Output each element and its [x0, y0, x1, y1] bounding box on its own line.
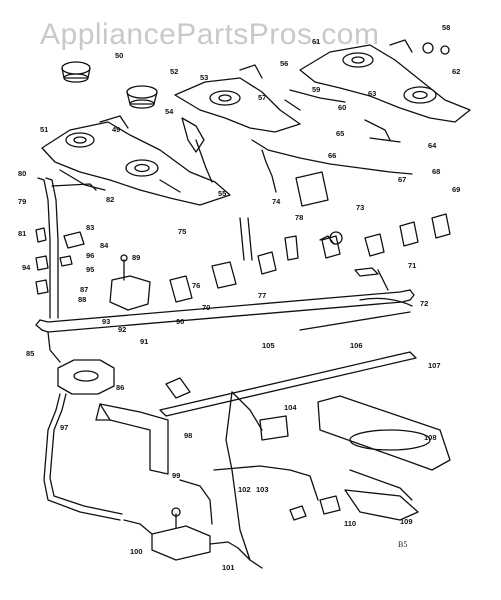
part-label: 50 [115, 51, 124, 60]
part-label: 89 [132, 253, 141, 262]
part-label: 51 [40, 125, 49, 134]
part-label: 61 [312, 37, 321, 46]
part-label: 95 [86, 265, 95, 274]
part-label: 99 [172, 471, 181, 480]
part-label: 71 [408, 261, 417, 270]
part-label: 88 [78, 295, 87, 304]
part-label: 55 [218, 189, 227, 198]
part-label: 70 [202, 303, 211, 312]
part-label: 62 [452, 67, 461, 76]
part-label: 54 [165, 107, 174, 116]
part-label: 63 [368, 89, 377, 98]
part-label: 59 [312, 85, 321, 94]
part-label: 75 [178, 227, 187, 236]
part-label: 105 [262, 341, 275, 350]
part-label: 86 [116, 383, 125, 392]
part-label: 93 [102, 317, 111, 326]
part-label: 102 [238, 485, 251, 494]
part-label: 94 [22, 263, 31, 272]
part-label: 110 [344, 519, 357, 528]
part-label: 107 [428, 361, 441, 370]
part-label: 82 [106, 195, 115, 204]
part-label: 103 [256, 485, 269, 494]
part-label: 77 [258, 291, 267, 300]
bracket [95, 403, 169, 475]
part-label: 74 [272, 197, 281, 206]
part-label: 53 [200, 73, 209, 82]
part-label: 49 [112, 125, 121, 134]
part-label: 56 [280, 59, 289, 68]
grate-left [41, 115, 231, 206]
part-label: 81 [18, 229, 27, 238]
part-label: 96 [86, 251, 95, 260]
part-label: 106 [350, 341, 363, 350]
part-label: 83 [86, 223, 95, 232]
part-label: 64 [428, 141, 437, 150]
part-label: 84 [100, 241, 109, 250]
manifold [35, 289, 415, 333]
part-label: 58 [442, 23, 451, 32]
part-label: 98 [184, 431, 193, 440]
part-label: 67 [398, 175, 407, 184]
part-label: 78 [295, 213, 304, 222]
part-label: 66 [328, 151, 337, 160]
part-label: 87 [80, 285, 89, 294]
part-label: 69 [452, 185, 461, 194]
part-label: 65 [336, 129, 345, 138]
part-label: 60 [338, 103, 347, 112]
burner-cap-52 [126, 85, 158, 109]
part-label: 57 [258, 93, 267, 102]
part-label: 72 [420, 299, 429, 308]
part-label: 108 [424, 433, 437, 442]
part-label: 52 [170, 67, 179, 76]
watermark: AppliancePartsPros.com [40, 18, 380, 51]
grate-center [174, 64, 301, 133]
grate-right [299, 39, 471, 123]
burner-cap-50 [61, 61, 91, 83]
part-label: 79 [18, 197, 27, 206]
part-label: 92 [118, 325, 127, 334]
part-label: 91 [140, 337, 149, 346]
diagram-code: B5 [398, 540, 408, 549]
lower-valve [151, 507, 211, 561]
part-label: 76 [192, 281, 201, 290]
part-label: 97 [60, 423, 69, 432]
part-label: 109 [400, 517, 413, 526]
part-label: 101 [222, 563, 235, 572]
part-label: 100 [130, 547, 143, 556]
part-label: 104 [284, 403, 297, 412]
part-label: 90 [176, 317, 185, 326]
part-label: 73 [356, 203, 365, 212]
part-label: 85 [26, 349, 35, 358]
valve-cluster [109, 213, 451, 311]
regulator [57, 359, 115, 395]
part-label: 68 [432, 167, 441, 176]
part-label: 80 [18, 169, 27, 178]
oven-burner [317, 395, 451, 521]
